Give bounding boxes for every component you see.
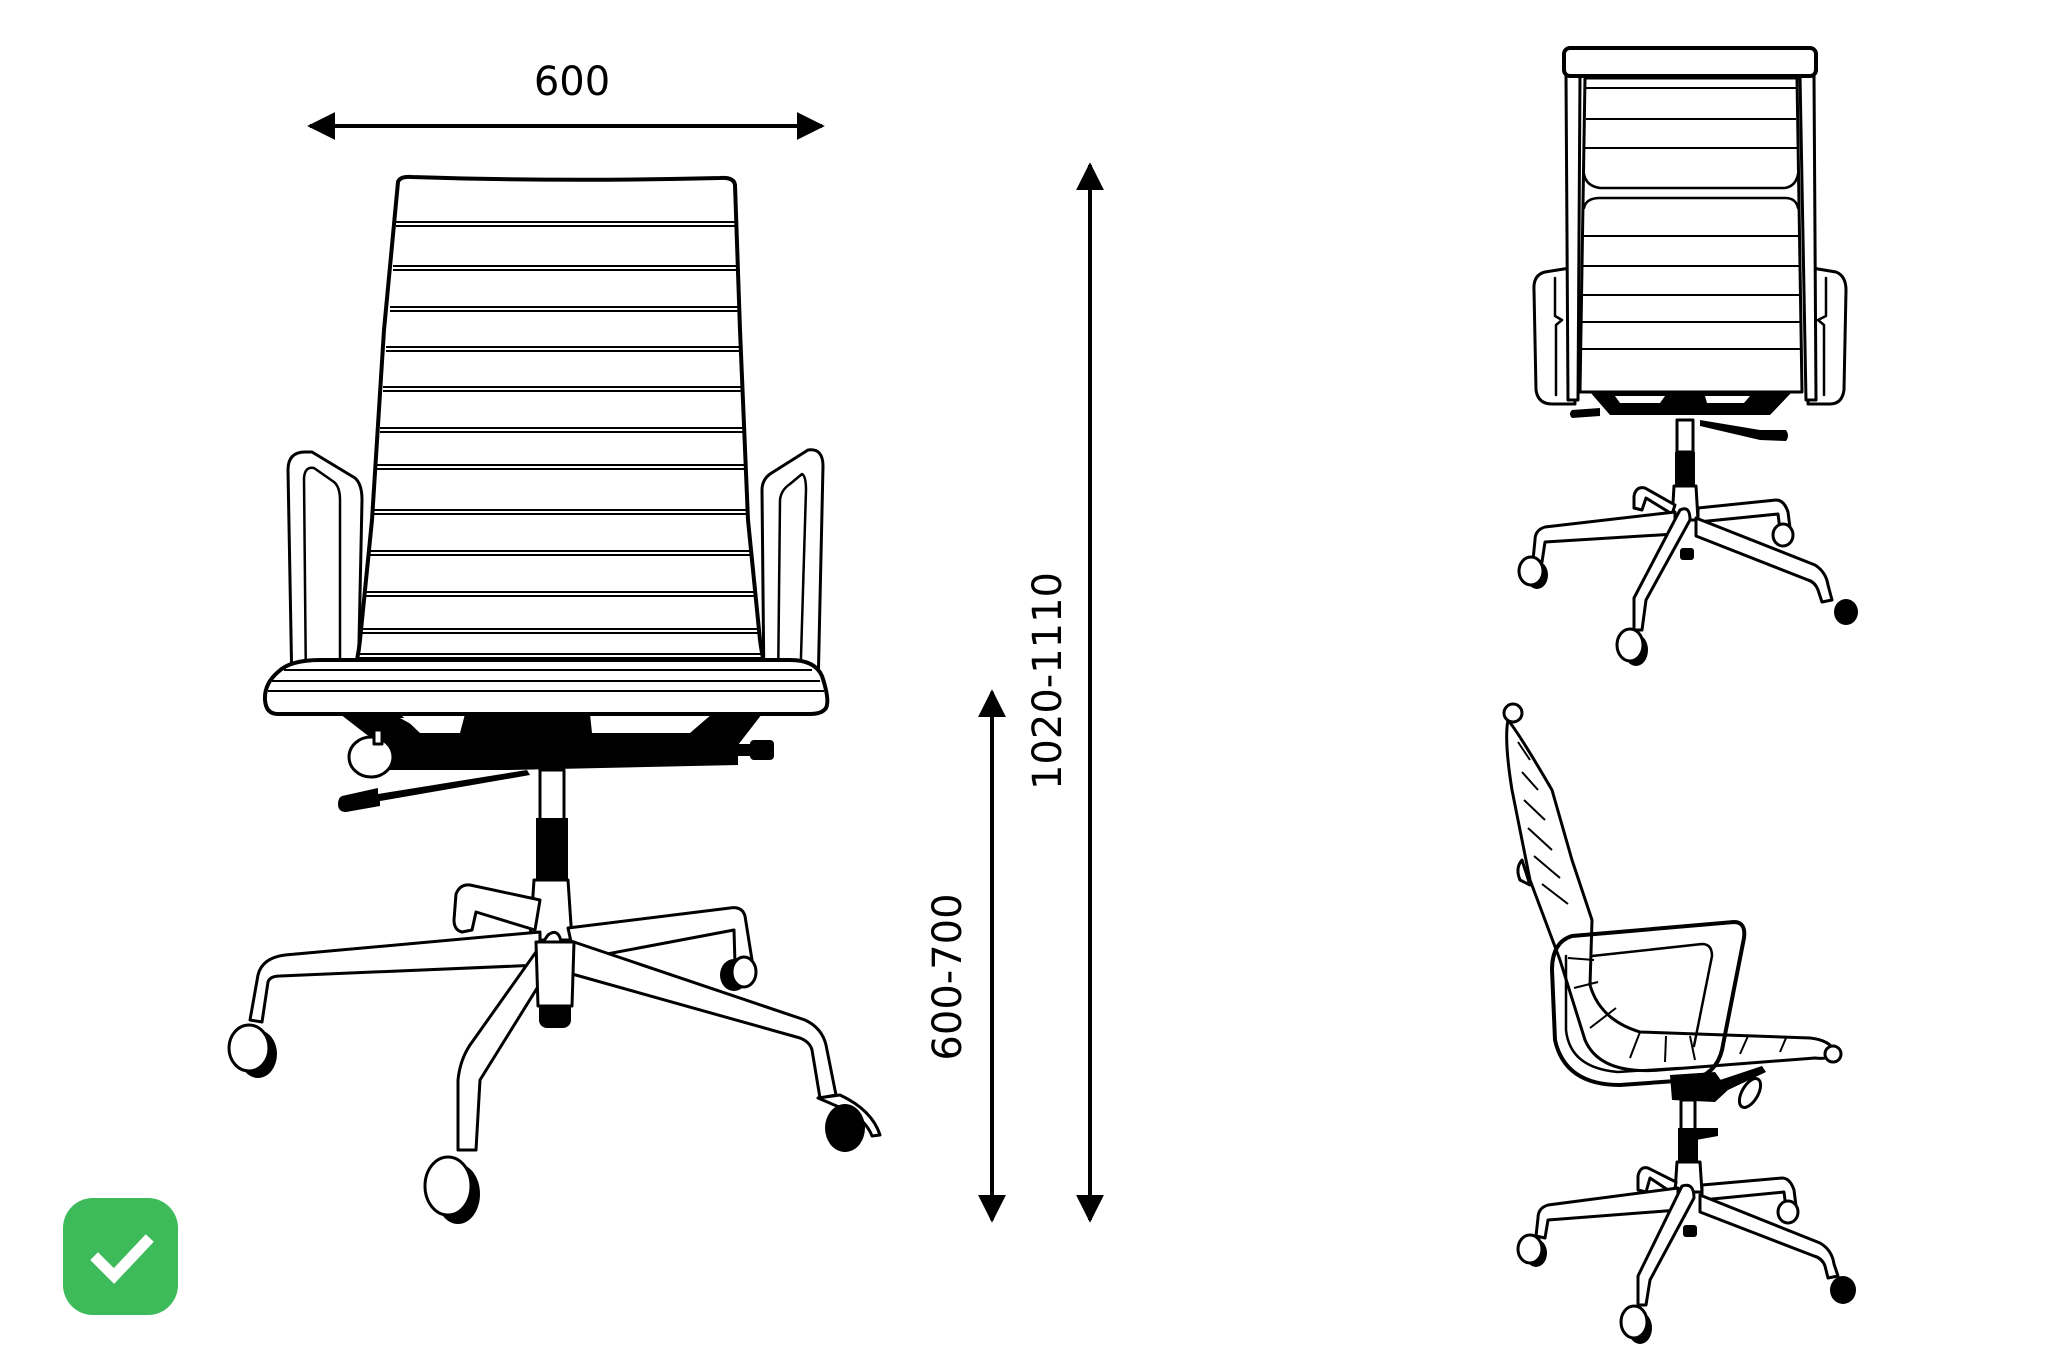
five-star-base	[227, 883, 882, 1224]
rear-backrest-ribs	[1581, 87, 1801, 350]
width-label: 600	[534, 59, 610, 105]
side-backrest-ribs	[1517, 741, 1787, 1063]
front-view-chair	[227, 174, 882, 1224]
seat-mechanism	[338, 714, 774, 812]
left-armrest	[286, 450, 364, 692]
seat-height-label: 600-700	[925, 893, 971, 1060]
backrest-ribs	[358, 221, 764, 659]
total-height-label: 1020-1110	[1025, 572, 1071, 790]
side-casters	[1516, 1225, 1856, 1344]
side-seat-knob	[1823, 1044, 1843, 1064]
gas-lift-column	[528, 768, 574, 942]
rear-casters	[1517, 548, 1858, 666]
caster-left	[227, 1023, 277, 1078]
rear-view-chair	[1517, 46, 1858, 666]
right-armrest	[760, 448, 825, 692]
height-lever	[338, 770, 530, 812]
tilt-knob	[347, 735, 395, 779]
seat-height-dimension: 600-700	[925, 689, 1006, 1223]
side-view-chair	[1502, 702, 1856, 1344]
rear-headrest-bar	[1562, 46, 1818, 78]
tension-knob	[750, 740, 774, 760]
seat-cushion	[262, 658, 830, 716]
check-icon	[89, 1233, 154, 1284]
side-top-knob	[1502, 702, 1524, 724]
total-height-dimension: 1020-1110	[1025, 162, 1104, 1223]
width-dimension: 600	[307, 59, 825, 140]
approval-badge	[63, 1198, 178, 1315]
caster-right	[816, 1093, 882, 1152]
caster-front	[423, 1155, 480, 1224]
